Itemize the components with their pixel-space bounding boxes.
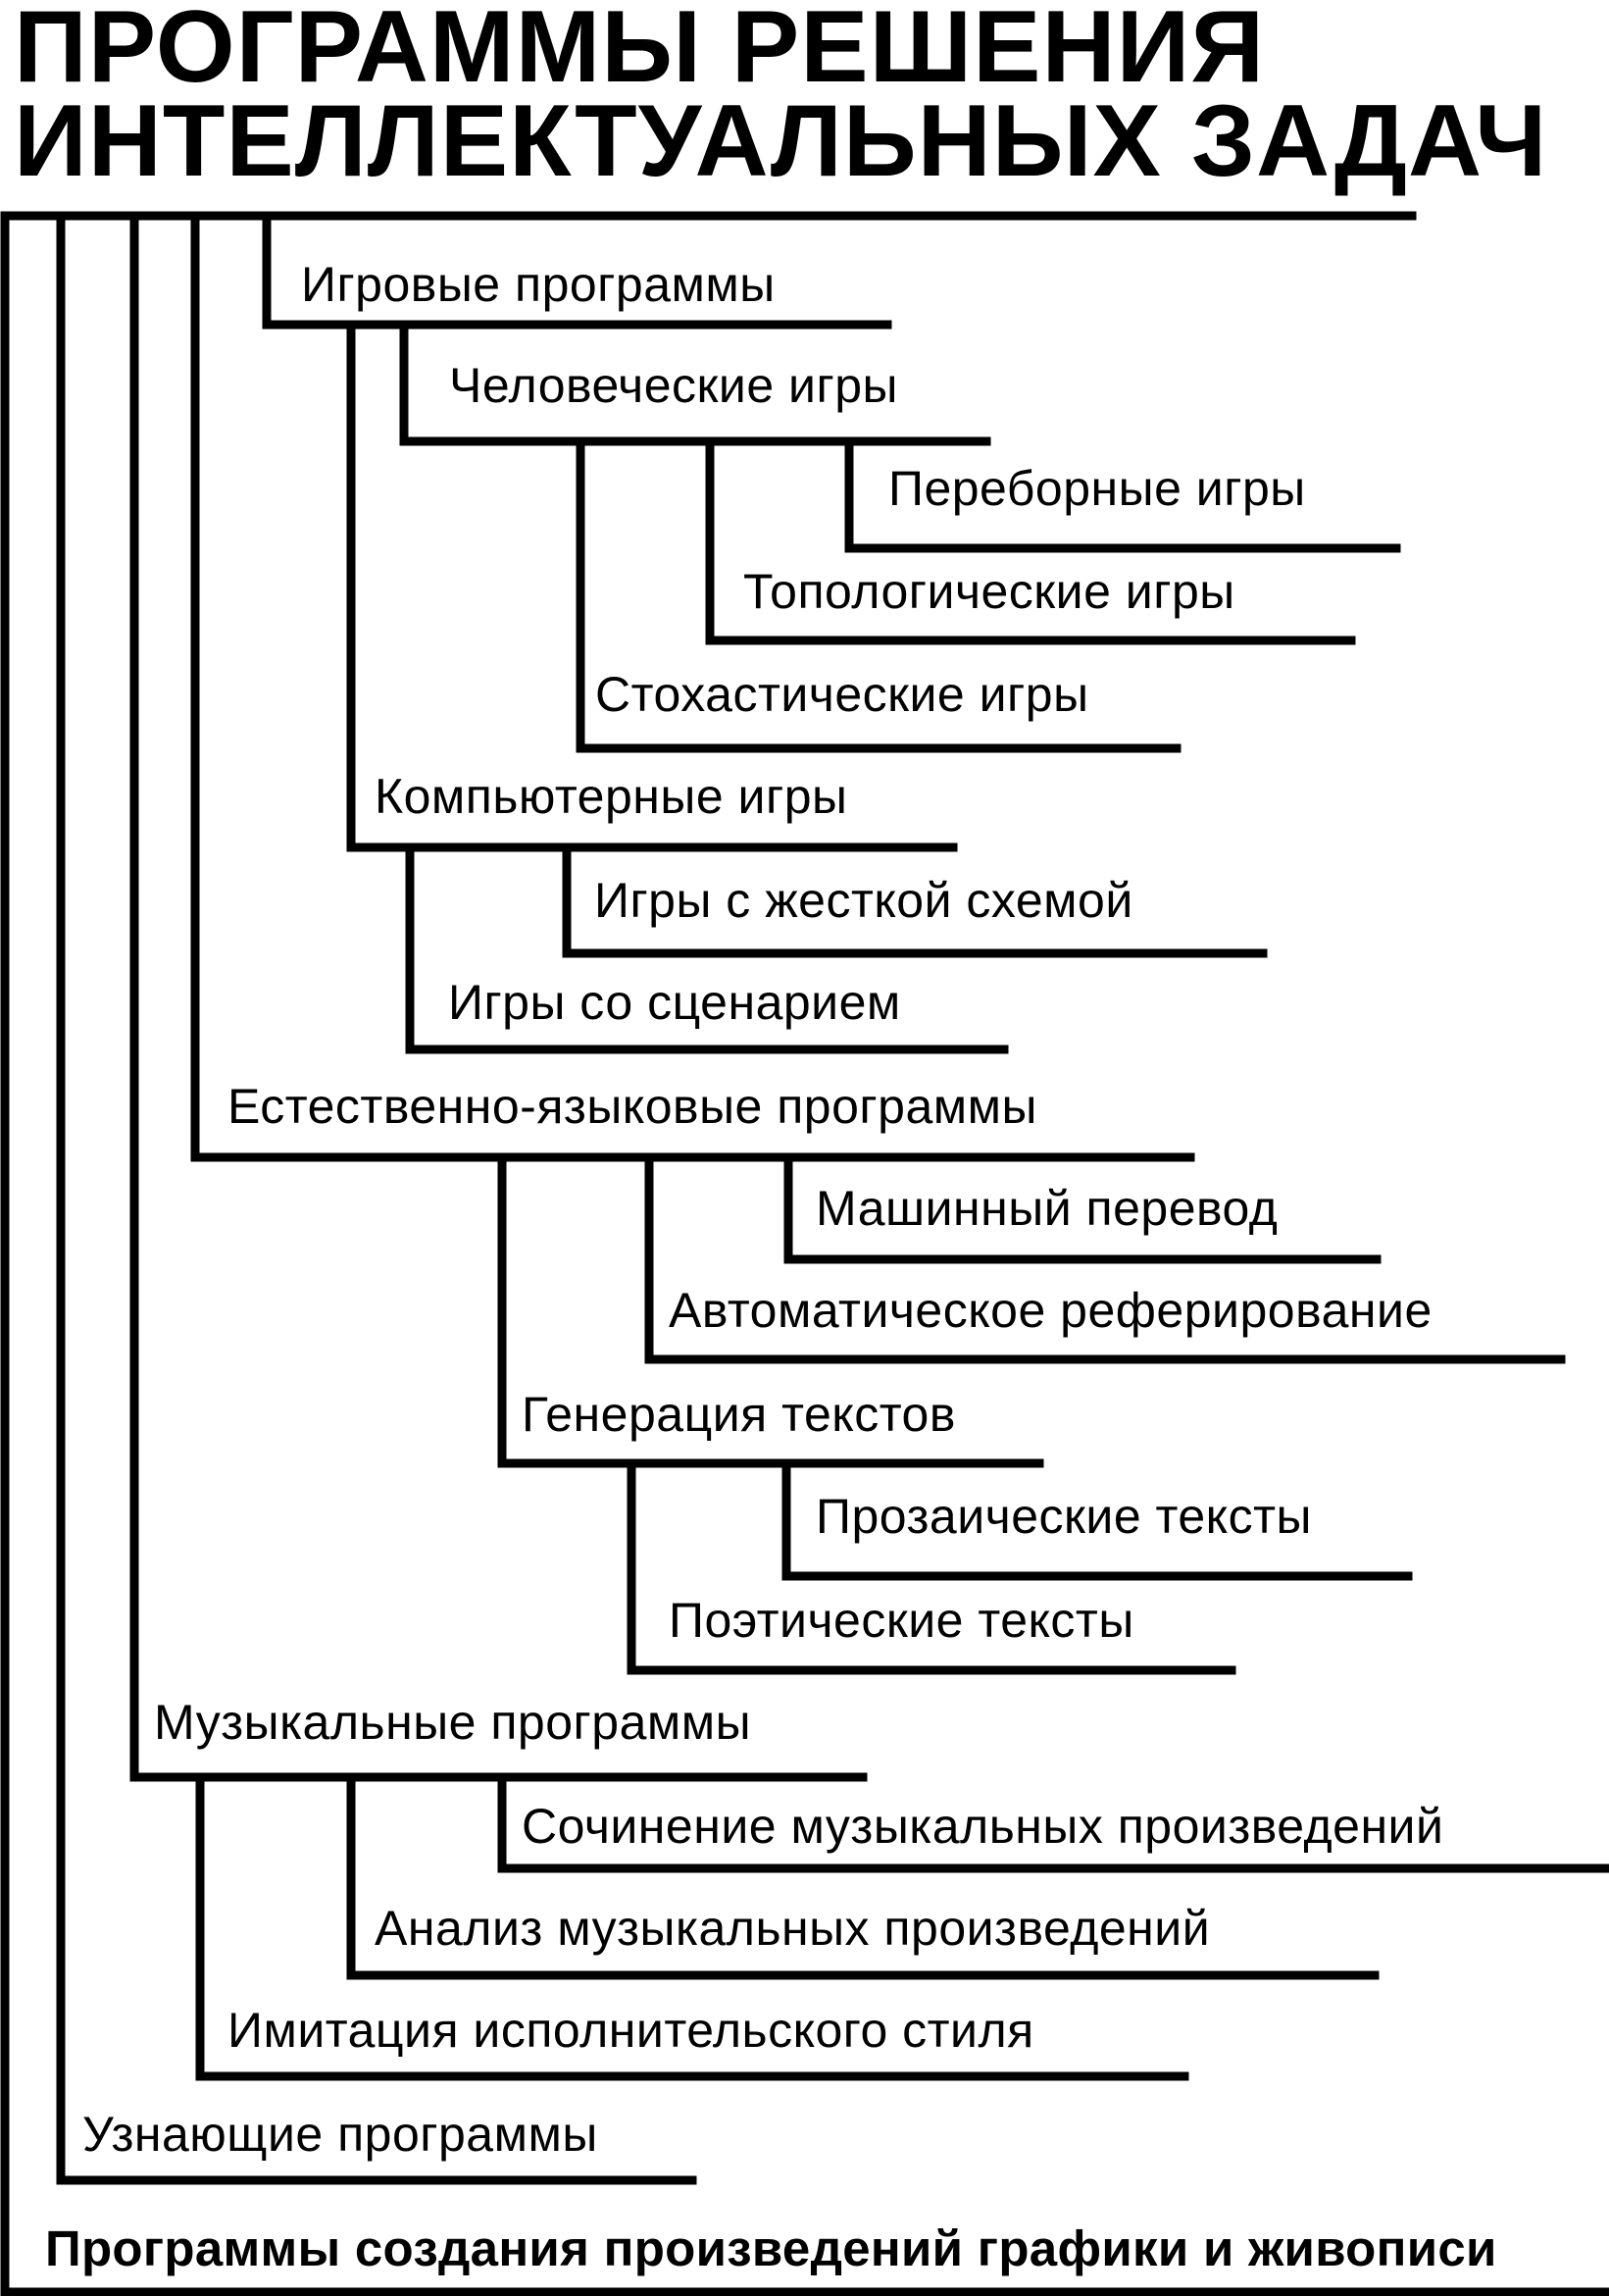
node-text-generation: Генерация текстов [522,1387,956,1442]
node-music-composition: Сочинение музыкальных произведений [522,1799,1444,1854]
node-natural-language-programs: Естественно-языковые программы [227,1079,1037,1134]
node-graphics-painting-programs: Программы создания произведений графики … [45,2220,1497,2276]
node-topological-games: Топологические игры [743,564,1235,619]
node-automatic-abstracting: Автоматическое реферирование [669,1283,1433,1338]
node-computer-games: Компьютерные игры [375,769,848,824]
node-recognition-programs: Узнающие программы [82,2107,598,2162]
diagram-title: ПРОГРАММЫ РЕШЕНИЯ ИНТЕЛЛЕКТУАЛЬНЫХ ЗАДАЧ [14,0,1548,198]
node-machine-translation: Машинный перевод [816,1181,1279,1236]
node-poetic-texts: Поэтические тексты [669,1593,1134,1648]
node-game-programs: Игровые программы [301,257,776,312]
title-line-2: ИНТЕЛЛЕКТУАЛЬНЫХ ЗАДАЧ [14,84,1548,198]
node-human-games: Человеческие игры [449,358,898,413]
node-scenario-games: Игры со сценарием [448,975,901,1030]
node-performance-style-imitation: Имитация исполнительского стиля [227,2003,1034,2058]
node-stochastic-games: Стохастические игры [595,667,1089,722]
node-search-games: Переборные игры [888,461,1306,516]
title-line-1: ПРОГРАММЫ РЕШЕНИЯ [14,0,1266,104]
node-rigid-scheme-games: Игры с жесткой схемой [594,873,1133,928]
node-prose-texts: Прозаические тексты [816,1489,1312,1544]
node-music-analysis: Анализ музыкальных произведений [375,1901,1211,1956]
node-music-programs: Музыкальные программы [154,1695,752,1750]
